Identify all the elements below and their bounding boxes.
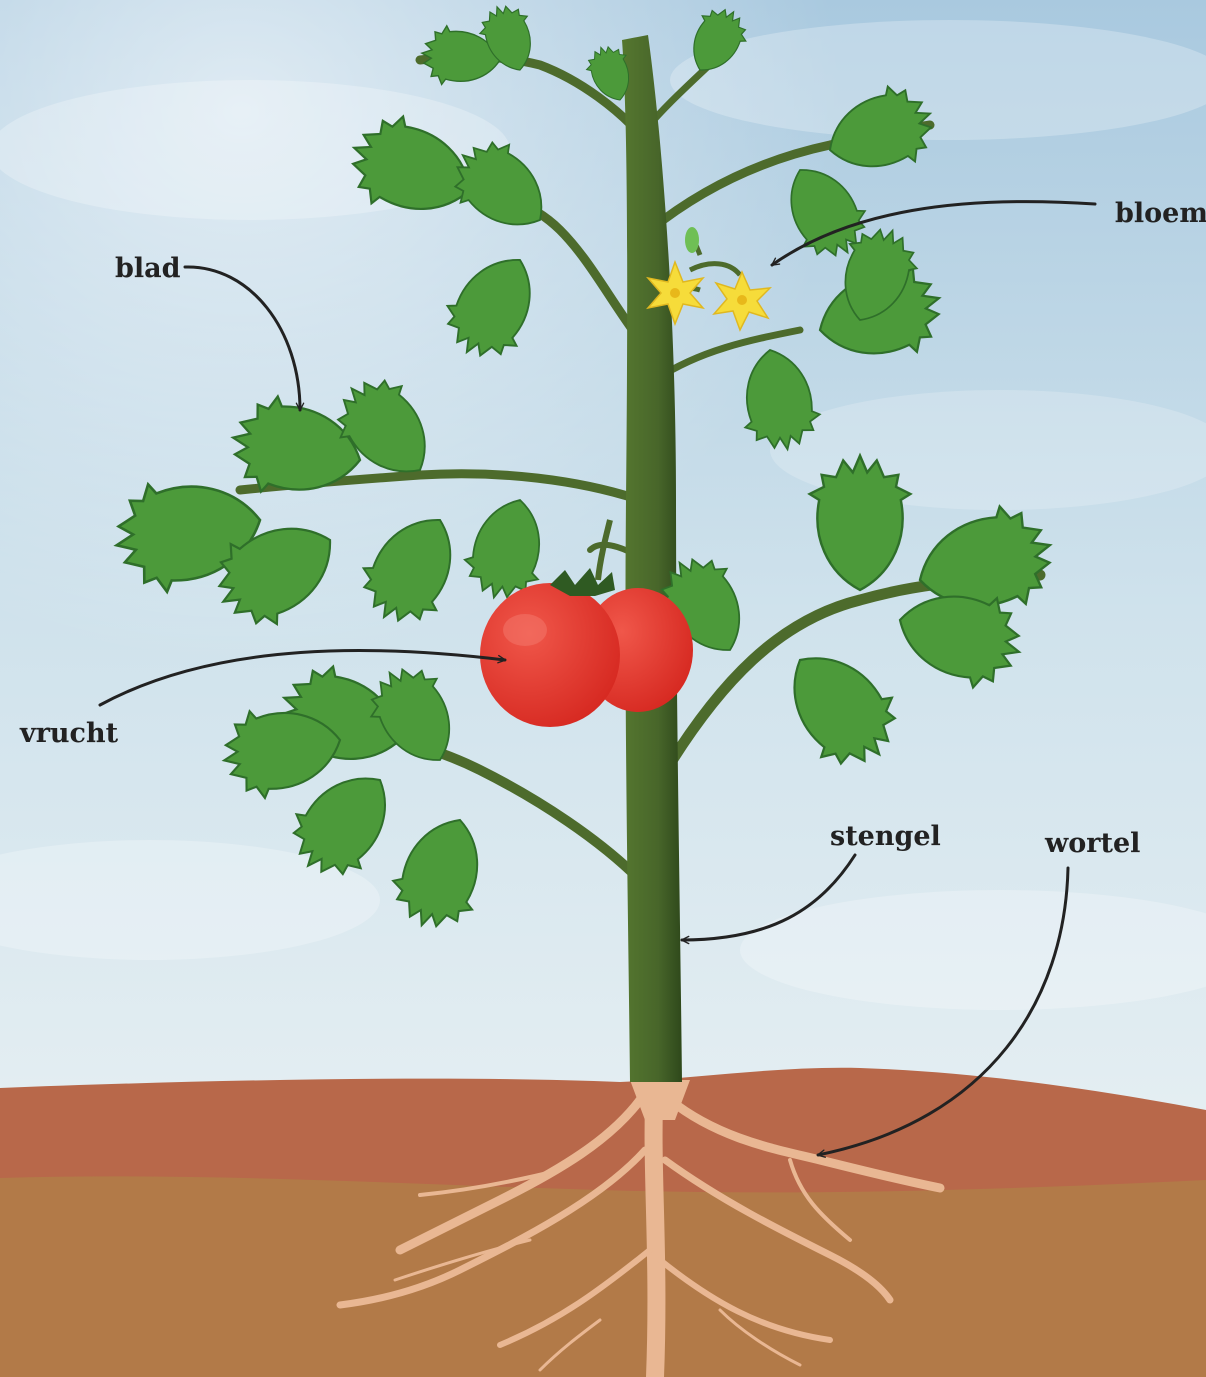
soil-bottom-layer — [0, 1176, 1206, 1377]
label-leaf: blad — [115, 253, 181, 284]
label-stem: stengel — [830, 821, 941, 852]
label-root: wortel — [1044, 828, 1140, 859]
label-flower: bloem — [1115, 198, 1206, 229]
label-fruit: vrucht — [19, 718, 119, 749]
